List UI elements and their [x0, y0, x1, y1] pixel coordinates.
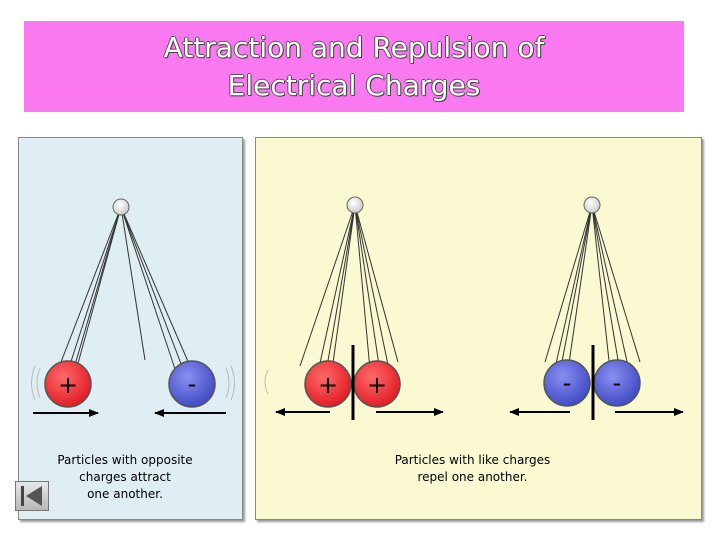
repel-pos-strings: [299, 204, 399, 379]
title-line-1: Attraction and Repulsion of: [163, 31, 545, 64]
page-title: Attraction and Repulsion of Electrical C…: [24, 29, 684, 105]
repel-neg-particle-2: -: [593, 359, 641, 407]
attract-sign-2: -: [188, 370, 197, 398]
repel-neg-sign-1: -: [563, 369, 572, 397]
repel-pos-sign-1: +: [318, 371, 338, 399]
attract-motion-lines: [31, 365, 235, 401]
repel-caption: Particles with like charges repel one an…: [394, 453, 551, 484]
back-arrow-icon: [21, 486, 42, 506]
attract-strings: [55, 206, 197, 383]
repulsion-panel: [255, 137, 702, 520]
attract-sign-1: +: [58, 371, 78, 399]
attract-pivot: [112, 198, 130, 216]
repel-pos-pivot: [346, 196, 364, 214]
repel-pos-sign-2: +: [367, 371, 387, 399]
repel-neg-particle-1: -: [543, 359, 591, 407]
repel-neg-sign-2: -: [613, 369, 622, 397]
repel-pos-particle-2: +: [353, 360, 401, 408]
repel-neg-pivot: [583, 196, 601, 214]
attract-positive-particle: +: [44, 360, 92, 408]
repel-pos-motion-line: [264, 369, 269, 395]
title-banner: [24, 21, 684, 112]
repel-pos-particle-1: +: [304, 360, 352, 408]
attract-caption: Particles with opposite charges attract …: [57, 453, 193, 501]
title-line-2: Electrical Charges: [227, 69, 481, 102]
back-button[interactable]: [15, 481, 49, 511]
attraction-panel: [18, 137, 243, 520]
attract-negative-particle: -: [168, 360, 216, 408]
repel-neg-strings: [544, 204, 641, 373]
